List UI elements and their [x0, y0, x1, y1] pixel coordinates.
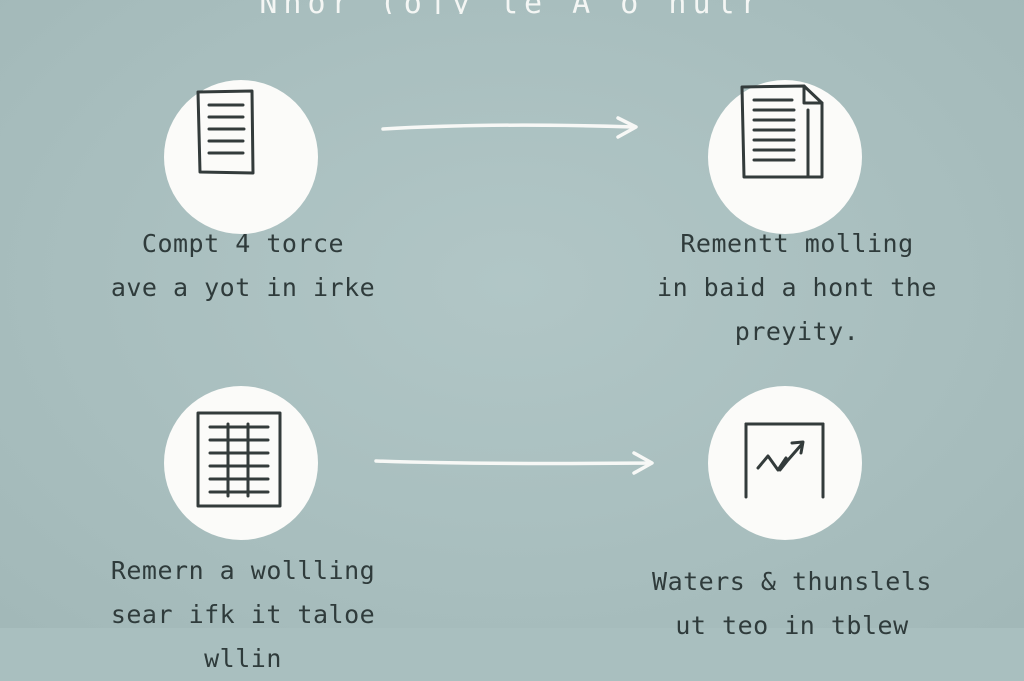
step-3-circle [164, 386, 318, 540]
document-table-icon [196, 411, 282, 508]
step-1-caption-line: Compt 4 torce [141, 229, 345, 258]
trend-chart-icon [744, 422, 825, 499]
step-2-caption-line: in baid a hont the [657, 273, 937, 302]
step-4-caption-line: ut teo in tblew [675, 611, 909, 640]
step-2-caption-line: Rementt molling [680, 229, 914, 258]
header-title-cropped: Nhor (ojy le A o nulr [0, 0, 1024, 14]
step-4-caption: Waters & thunslels ut teo in tblew [622, 560, 962, 648]
step-3-caption-line: sear ifk it taloe [110, 600, 376, 629]
header-title-text: Nhor (ojy le A o nulr [0, 0, 1024, 14]
step-3-caption-line: Remern a wollling [110, 556, 376, 585]
step-1-circle [164, 80, 318, 234]
step-2-caption-line: preyity. [734, 317, 860, 346]
arrow-top [381, 116, 638, 139]
document-list-icon [196, 89, 255, 175]
arrow-bottom [374, 451, 654, 475]
step-1-caption: Compt 4 torce ave a yot in irke [103, 222, 383, 310]
step-3-caption: Remern a wollling sear ifk it taloe wlli… [88, 549, 398, 681]
step-4-circle [708, 386, 862, 540]
step-1-caption-line: ave a yot in irke [110, 273, 376, 302]
folded-document-icon [740, 84, 824, 179]
step-2-caption: Rementt molling in baid a hont the preyi… [632, 222, 962, 354]
step-3-caption-line: wllin [204, 644, 282, 673]
step-2-circle [708, 80, 862, 234]
step-4-caption-line: Waters & thunslels [652, 567, 932, 596]
